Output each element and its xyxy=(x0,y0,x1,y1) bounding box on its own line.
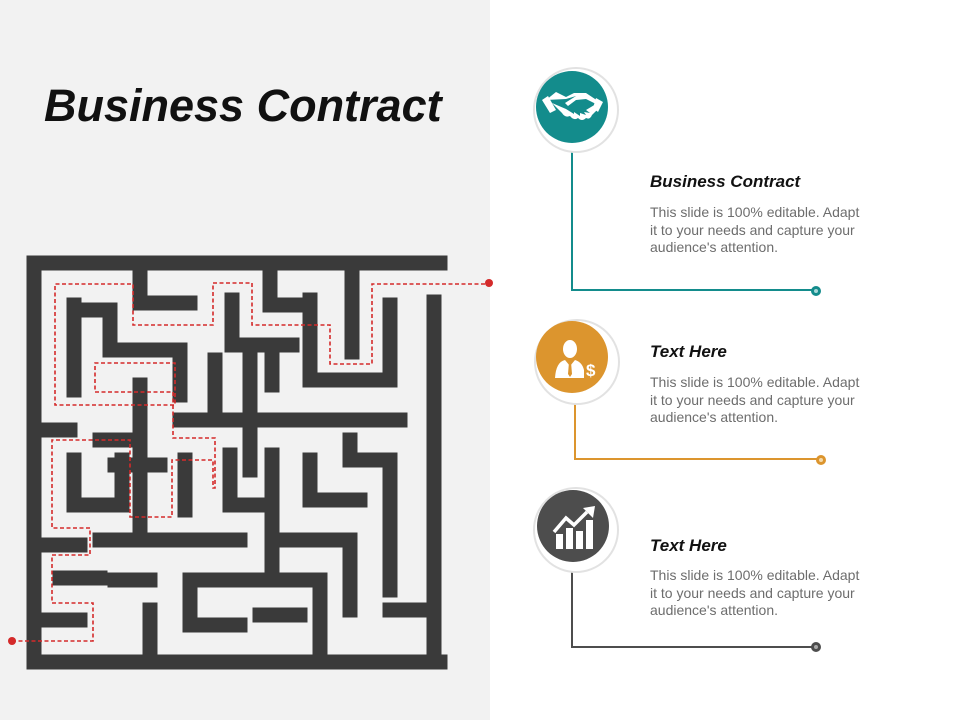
svg-text:$: $ xyxy=(586,361,596,380)
item-1-description: This slide is 100% editable. Adapt it to… xyxy=(650,204,880,257)
connector-line-3 xyxy=(571,568,815,648)
connector-dot-3-inner xyxy=(814,645,818,649)
item-1-title: Business Contract xyxy=(650,172,801,191)
maze-wall xyxy=(224,292,300,353)
growth-chart-icon xyxy=(552,506,595,549)
item-2-desc-line: audience's attention. xyxy=(650,409,778,425)
item-1-desc-line: This slide is 100% editable. Adapt xyxy=(650,204,860,220)
maze-wall xyxy=(302,292,398,388)
businessman-dollar-icon: $ xyxy=(555,340,596,380)
maze-wall xyxy=(342,432,398,468)
maze-wall xyxy=(222,447,280,513)
page-title: Business Contract xyxy=(44,80,442,131)
maze-wall xyxy=(26,255,448,670)
item-2-title: Text Here xyxy=(650,342,727,361)
item-3-title: Text Here xyxy=(650,536,727,555)
icon-circle-1 xyxy=(533,67,619,153)
maze-wall xyxy=(262,262,318,313)
item-3-desc-line: This slide is 100% editable. Adapt xyxy=(650,567,860,583)
path-start-dot xyxy=(8,637,16,645)
maze-wall xyxy=(66,452,130,513)
maze-wall xyxy=(132,262,198,311)
connector-line-1 xyxy=(571,150,815,291)
item-3-description: This slide is 100% editable. Adapt it to… xyxy=(650,567,880,620)
item-3-desc-line: audience's attention. xyxy=(650,602,778,618)
connector-dot-2-inner xyxy=(819,458,823,462)
icon-circle-2: $ xyxy=(534,319,620,405)
item-1-desc-line: it to your needs and capture your xyxy=(650,221,855,238)
maze-path-line xyxy=(12,282,488,642)
handshake-icon xyxy=(542,92,603,120)
connectors xyxy=(571,150,820,648)
item-3-desc-line: it to your needs and capture your xyxy=(650,584,855,601)
maze-walls xyxy=(26,255,448,670)
item-2-description: This slide is 100% editable. Adapt it to… xyxy=(650,374,880,427)
maze-wall xyxy=(182,572,248,633)
item-2-desc-line: This slide is 100% editable. Adapt xyxy=(650,374,860,390)
path-end-dot xyxy=(485,279,493,287)
maze-solution-path xyxy=(12,282,488,642)
maze-wall xyxy=(66,302,188,403)
item-2-desc-line: it to your needs and capture your xyxy=(650,391,855,408)
item-1-desc-line: audience's attention. xyxy=(650,239,778,255)
icon-circle-3 xyxy=(533,487,619,573)
connector-line-2 xyxy=(574,400,820,460)
maze-wall xyxy=(302,452,368,508)
connector-dot-1-inner xyxy=(814,289,818,293)
